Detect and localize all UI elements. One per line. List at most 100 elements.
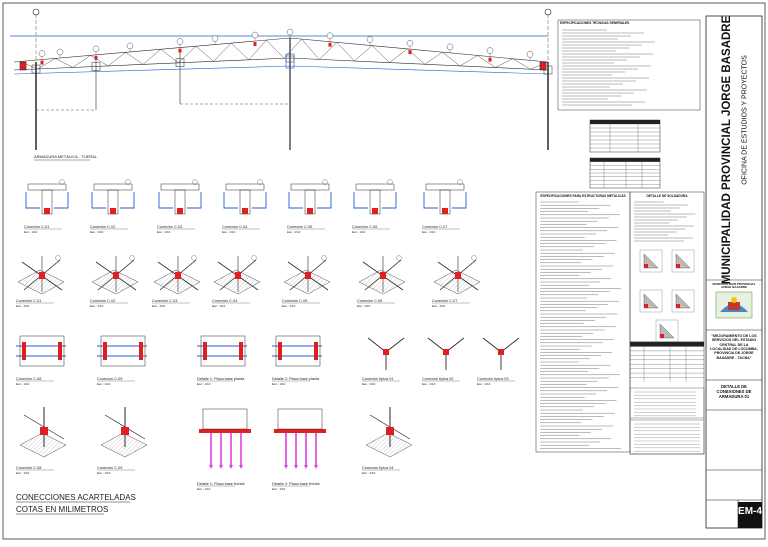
connection-label: Conexión C-06 — [357, 299, 382, 303]
scale-label: Esc.: 1/10 — [357, 304, 371, 308]
connection-label: Conexión C-02 — [90, 299, 115, 303]
revision-tables — [629, 341, 705, 455]
connection-label: Conexión C-09 — [97, 466, 122, 470]
scale-label: Esc.: 1/10 — [272, 487, 286, 491]
connection-label: Conexión C-08 — [16, 377, 41, 381]
scale-label: Esc.: 1/10 — [97, 471, 111, 475]
scale-label: Esc.: 1/10 — [152, 304, 166, 308]
connection-label: Conexión C-08 — [16, 466, 41, 470]
connection-label: Conexión C-03 — [157, 225, 182, 229]
scale-label: Esc.: 1/10 — [362, 471, 376, 475]
section-title: ARMADURA METÁLICA - TIJERAL — [34, 154, 98, 159]
connection-label: Conexión C-01 — [16, 299, 41, 303]
sheet-number: EM-4 — [738, 506, 762, 517]
weld-specifications-block — [629, 191, 705, 343]
sheet-border — [2, 2, 766, 540]
truss-elevation — [10, 8, 553, 150]
connection-label: Detalle 2: Placa base frontal — [272, 482, 320, 486]
municipality-logo — [715, 291, 753, 319]
scale-label: Esc.: 1/10 — [197, 382, 211, 386]
connection-label: Conexión C-05 — [282, 299, 307, 303]
connection-label: Conexión C-02 — [90, 225, 115, 229]
project-name: "MEJORAMIENTO DE LOS SERVICIOS DEL ESTAD… — [710, 334, 758, 360]
scale-label: Esc.: 1/10 — [362, 382, 376, 386]
scale-label: Esc.: 1/10 — [477, 382, 491, 386]
scale-label: Esc.: 1/10 — [90, 230, 104, 234]
connection-label: Conexión C-07 — [422, 225, 447, 229]
connection-label: Conexión C-04 — [212, 299, 237, 303]
scale-label: Esc.: 1/10 — [16, 382, 30, 386]
connection-label: Conexión típica 01 — [362, 377, 393, 381]
connection-label: Conexión C-06 — [352, 225, 377, 229]
weld-detail-title: DETALLE DE SOLDADURA — [646, 194, 688, 198]
title-block — [705, 15, 763, 529]
steel-spec-title: ESPECIFICACIONES PARA ESTRUCTURAS METÁLI… — [540, 194, 626, 198]
office-name: OFICINA DE ESTUDIOS Y PROYECTOS — [741, 55, 749, 185]
scale-label: Esc.: 1/10 — [422, 382, 436, 386]
scale-label: Esc.: 1/10 — [222, 230, 236, 234]
connection-label: Conexión C-05 — [287, 225, 312, 229]
connection-label: Conexión C-09 — [97, 377, 122, 381]
scale-label: Esc.: 1/10 — [352, 230, 366, 234]
scale-label: Esc.: 1/10 — [16, 304, 30, 308]
scale-label: Esc.: 1/10 — [282, 304, 296, 308]
logo-caption: MUNICIPALIDAD PROVINCIAL JORGE BASADRE — [712, 282, 756, 290]
scale-label: Esc.: 1/10 — [97, 382, 111, 386]
scale-label: Esc.: 1/10 — [157, 230, 171, 234]
connection-label: Conexión C-01 — [24, 225, 49, 229]
scale-label: Esc.: 1/10 — [287, 230, 301, 234]
connection-label: Conexión C-07 — [432, 299, 457, 303]
scale-label: Esc.: 1/10 — [212, 304, 226, 308]
connection-label: Detalle 1: Placa base frontal — [197, 482, 245, 486]
connection-label: Conexión típica 02 — [422, 377, 453, 381]
connection-label: Conexión típica 04 — [362, 466, 393, 470]
general-notes-block — [557, 19, 701, 111]
connection-label: Conexión C-03 — [152, 299, 177, 303]
footer-subtitle: COTAS EN MILIMETROS — [16, 505, 108, 514]
notes-title: ESPECIFICACIONES TÉCNICAS GENERALES — [560, 21, 630, 25]
scale-label: Esc.: 1/10 — [422, 230, 436, 234]
drawing-title: DETALLE DE CONEXIONES DE ARMADURA 01 — [716, 384, 752, 400]
bolt-table — [589, 157, 661, 189]
connection-label: Conexión C-04 — [222, 225, 247, 229]
connection-label: Detalle 2: Placa base planta — [272, 377, 320, 381]
institution-name: MUNICIPALIDAD PROVINCIAL JORGE BASADRE — [721, 15, 733, 285]
steel-specifications-block — [535, 191, 631, 453]
material-table — [589, 119, 661, 153]
scale-label: Esc.: 1/10 — [197, 487, 211, 491]
scale-label: Esc.: 1/10 — [272, 382, 286, 386]
scale-label: Esc.: 1/10 — [24, 230, 38, 234]
connection-label: Conexión típica 03 — [477, 377, 508, 381]
connection-label: Detalle 1: Placa base planta — [197, 377, 245, 381]
scale-label: Esc.: 1/10 — [432, 304, 446, 308]
scale-label: Esc.: 1/10 — [16, 471, 30, 475]
footer-title: CONECCIONES ACARTELADAS — [16, 493, 136, 502]
